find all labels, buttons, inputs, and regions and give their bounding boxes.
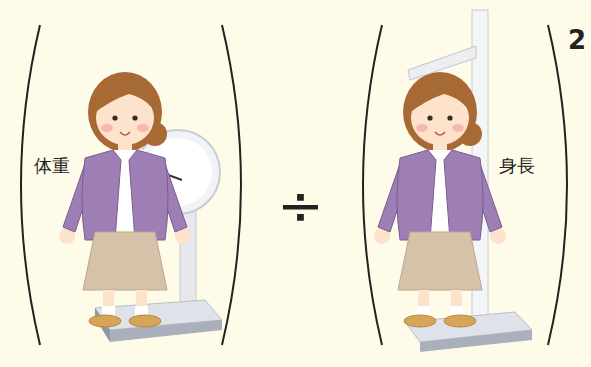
drawing-part xyxy=(110,320,222,342)
height-headpiece xyxy=(408,46,476,80)
drawing-part xyxy=(374,72,506,327)
drawing-part xyxy=(222,25,241,345)
drawing-part xyxy=(363,25,382,345)
quantity-label: 体重 xyxy=(32,156,72,176)
parenthesis xyxy=(21,25,567,345)
drawing-part xyxy=(420,330,532,352)
drawing-part xyxy=(408,46,476,80)
operator-symbol: ÷ xyxy=(275,174,326,236)
quantity-label: 身長 xyxy=(497,156,537,176)
drawing-part xyxy=(548,25,567,345)
exponent: 2 xyxy=(566,26,588,55)
drawing-part xyxy=(59,72,191,327)
drawing-part xyxy=(21,25,40,345)
